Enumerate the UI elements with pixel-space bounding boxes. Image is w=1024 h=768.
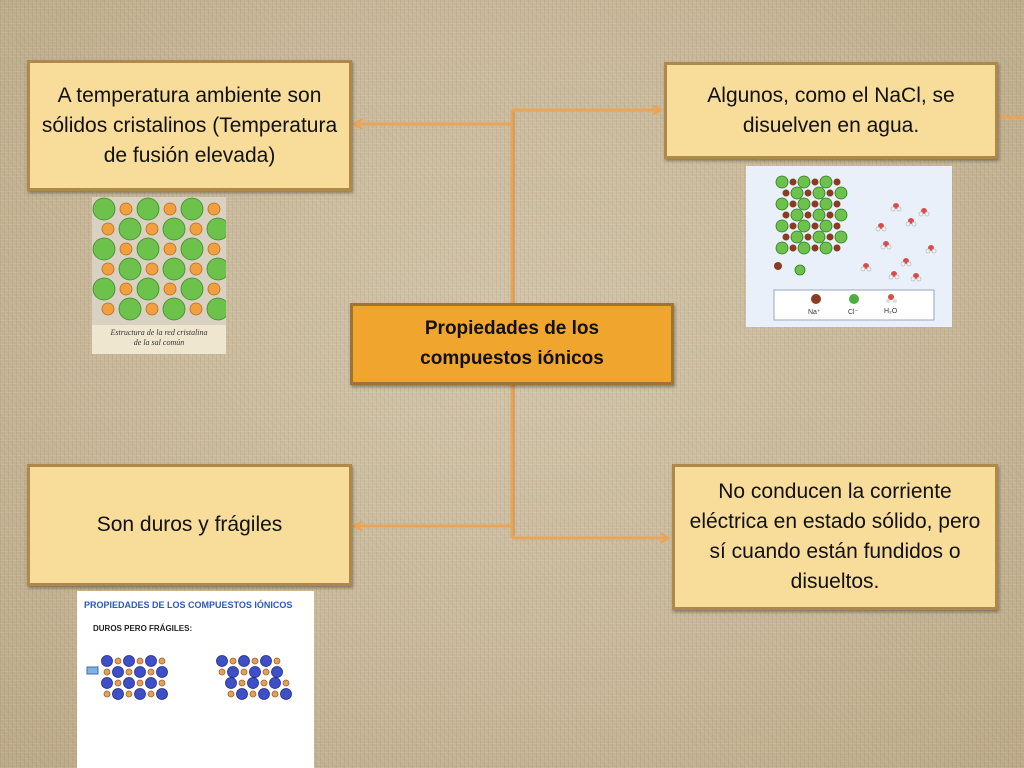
- node-bottom-left-text: Son duros y frágiles: [96, 513, 283, 536]
- crystal-lattice-illustration: [92, 197, 226, 325]
- legend-water: H₂O: [884, 308, 898, 315]
- node-top-right: Algunos, como el NaCl, se disuelven en a…: [664, 62, 998, 159]
- crystal-lattice-image: Estructura de la red cristalina de la sa…: [92, 197, 226, 354]
- brittleness-image: PROPIEDADES DE LOS COMPUESTOS IÓNICOS DU…: [77, 591, 314, 768]
- legend-sodium: Na⁺: [808, 309, 821, 316]
- crystal-caption-line-2: de la sal común: [133, 338, 185, 347]
- node-bottom-left: Son duros y frágiles: [27, 464, 352, 586]
- node-bottom-right-text: No conducen la corriente eléctrica en es…: [689, 480, 981, 593]
- dissolution-image: Na⁺ Cl⁻ H₂O: [746, 166, 952, 327]
- center-title-line-2: compuestos iónicos: [420, 348, 604, 369]
- brittle-subtitle: DUROS PERO FRÁGILES:: [93, 624, 193, 633]
- node-top-left: A temperatura ambiente son sólidos crist…: [27, 60, 352, 191]
- node-bottom-right: No conducen la corriente eléctrica en es…: [672, 464, 998, 610]
- legend-chloride: Cl⁻: [848, 309, 859, 316]
- node-top-left-text: A temperatura ambiente son sólidos crist…: [41, 83, 338, 167]
- brittle-title: PROPIEDADES DE LOS COMPUESTOS IÓNICOS: [84, 600, 293, 610]
- crystal-caption-line-1: Estructura de la red cristalina: [110, 328, 208, 337]
- brittle-lattice-illustration: [86, 655, 292, 700]
- node-top-right-text: Algunos, como el NaCl, se disuelven en a…: [707, 83, 955, 137]
- center-node: Propiedades de los compuestos iónicos: [350, 303, 674, 385]
- connector-edge-stub: [997, 114, 1024, 120]
- force-arrow-icon: [86, 666, 99, 675]
- dissolution-illustration: [746, 166, 952, 327]
- center-title-line-1: Propiedades de los: [424, 318, 600, 339]
